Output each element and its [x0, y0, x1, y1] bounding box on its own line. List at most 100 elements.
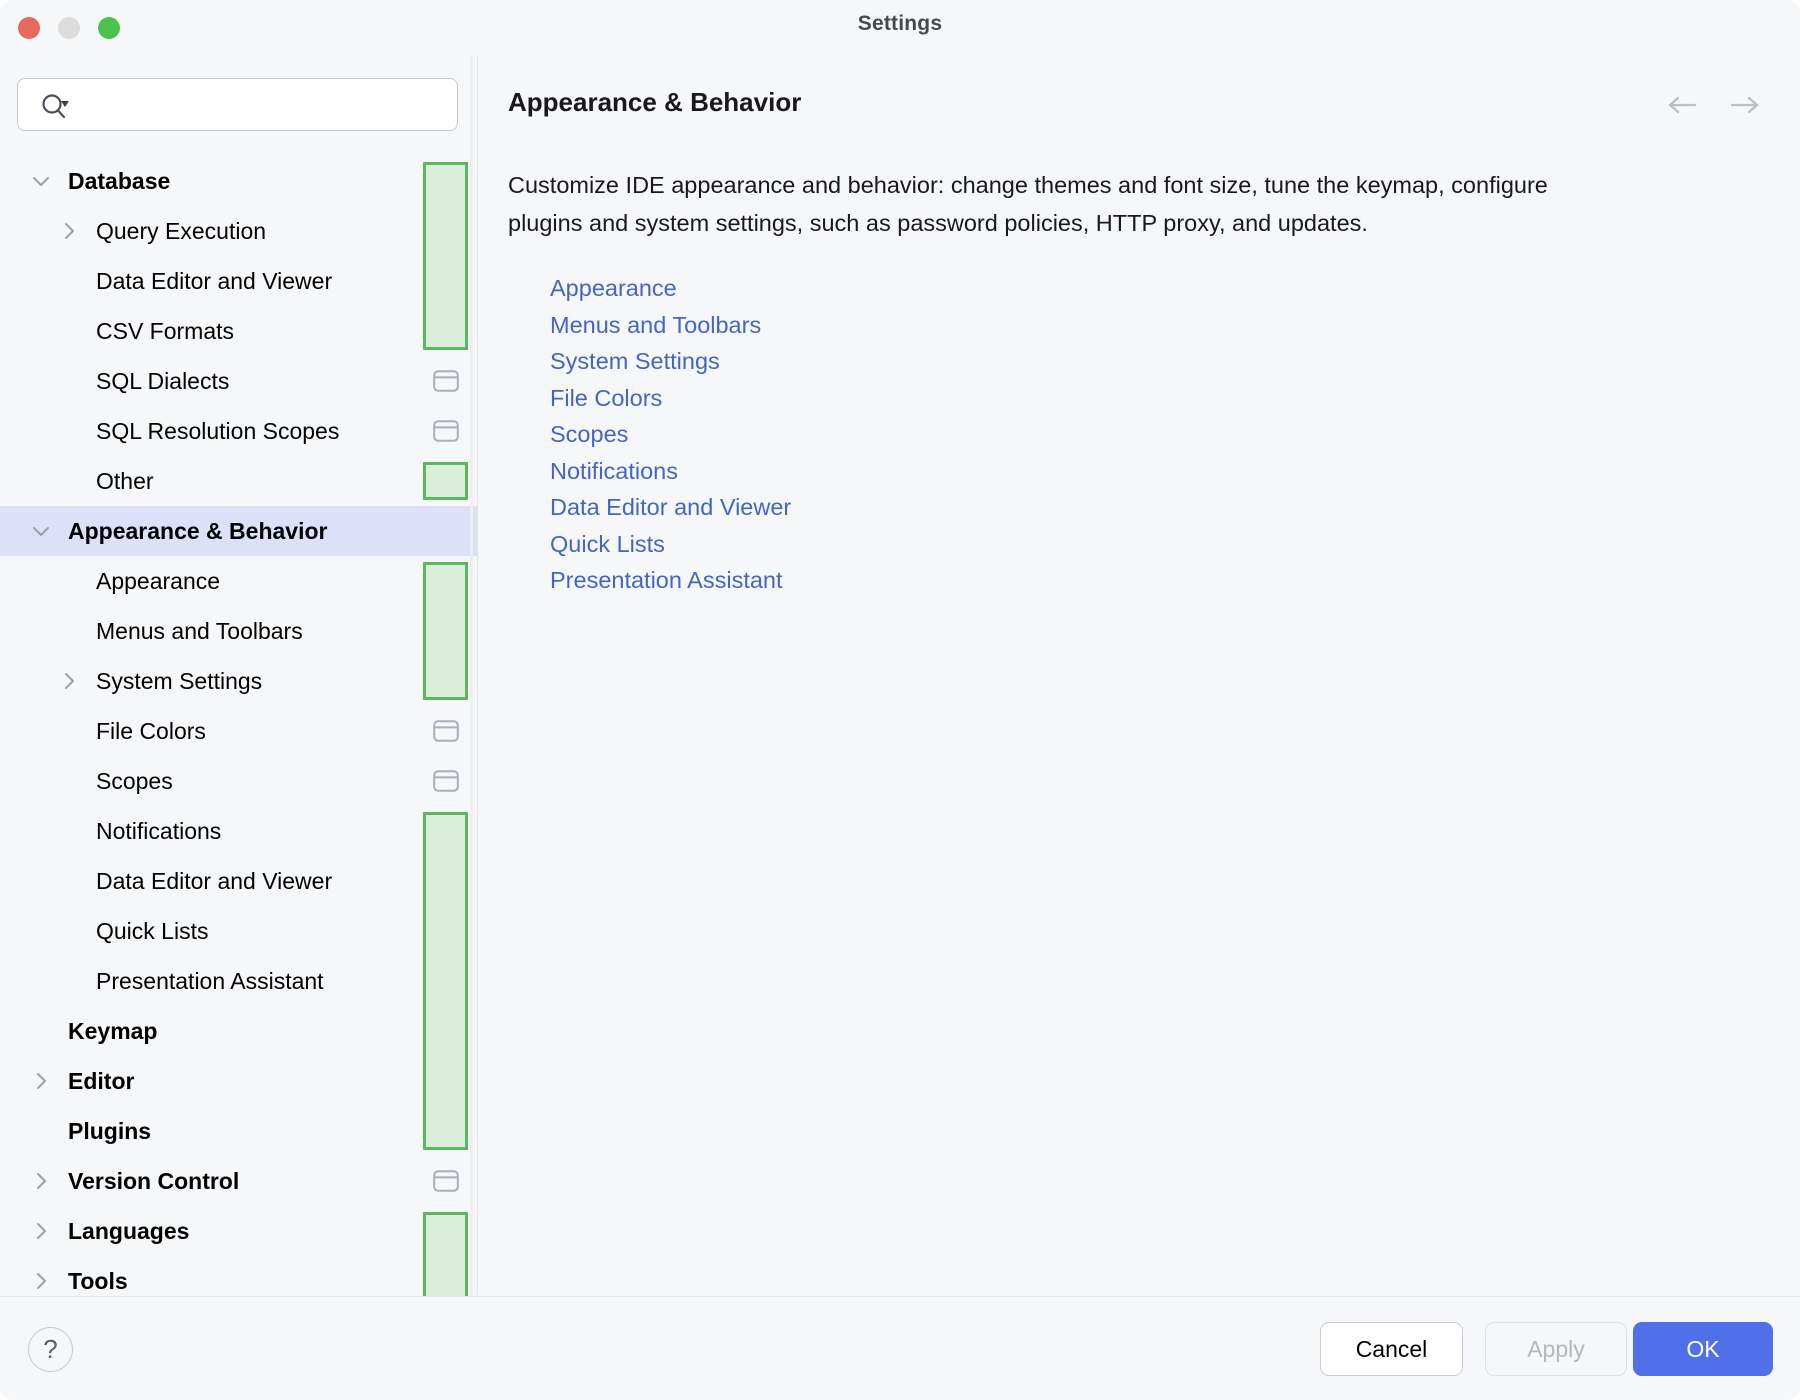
- subsection-link-data-editor-and-viewer[interactable]: Data Editor and Viewer: [550, 494, 792, 520]
- close-button[interactable]: [18, 17, 40, 39]
- back-arrow-icon[interactable]: [1666, 88, 1700, 122]
- sidebar-item-quick-lists[interactable]: Quick Lists: [0, 906, 477, 956]
- traffic-lights: [18, 17, 120, 39]
- sidebar-item-sql-dialects[interactable]: SQL Dialects: [0, 356, 477, 406]
- sidebar-item-label: Scopes: [96, 767, 173, 794]
- window-frame-icon: [433, 719, 459, 743]
- sidebar-item-editor[interactable]: Editor: [0, 1056, 477, 1106]
- sidebar-item-tools[interactable]: Tools: [0, 1256, 477, 1296]
- settings-main-panel: Appearance & Behavior Customize IDE appe…: [479, 56, 1800, 1296]
- sidebar-item-scopes[interactable]: Scopes: [0, 756, 477, 806]
- chevron-right-icon[interactable]: [30, 1170, 52, 1192]
- sidebar-item-csv-formats[interactable]: CSV Formats: [0, 306, 477, 356]
- twisty-spacer: [58, 970, 80, 992]
- sidebar-item-version-control[interactable]: Version Control: [0, 1156, 477, 1206]
- sidebar-item-label: Plugins: [68, 1117, 152, 1144]
- chevron-right-icon[interactable]: [58, 670, 80, 692]
- twisty-spacer: [58, 420, 80, 442]
- sidebar-item-label: Tools: [68, 1267, 128, 1294]
- page-description: Customize IDE appearance and behavior: c…: [508, 172, 1548, 236]
- sidebar-item-label: Data Editor and Viewer: [96, 867, 333, 894]
- forward-arrow-icon[interactable]: [1728, 88, 1762, 122]
- sidebar-item-label: Languages: [68, 1217, 190, 1244]
- sidebar-item-data-editor-and-viewer[interactable]: Data Editor and Viewer: [0, 856, 477, 906]
- chevron-right-icon[interactable]: [30, 1220, 52, 1242]
- sidebar-item-label: Keymap: [68, 1017, 158, 1044]
- sidebar-item-label: Menus and Toolbars: [96, 617, 303, 644]
- sidebar-item-label: Other: [96, 467, 154, 494]
- sidebar-item-query-execution[interactable]: Query Execution: [0, 206, 477, 256]
- sidebar-item-label: Presentation Assistant: [96, 967, 324, 994]
- help-button[interactable]: ?: [28, 1327, 73, 1372]
- sidebar-item-label: Quick Lists: [96, 917, 209, 944]
- subsection-link-notifications[interactable]: Notifications: [550, 457, 678, 484]
- sidebar-item-data-editor-and-viewer[interactable]: Data Editor and Viewer: [0, 256, 477, 306]
- twisty-spacer: [58, 820, 80, 842]
- subsection-link-scopes[interactable]: Scopes: [550, 421, 629, 447]
- sidebar-item-other[interactable]: Other: [0, 456, 477, 506]
- twisty-spacer: [58, 770, 80, 792]
- subsection-link-menus-and-toolbars[interactable]: Menus and Toolbars: [550, 311, 762, 338]
- chevron-down-icon[interactable]: [30, 170, 52, 192]
- twisty-spacer: [58, 920, 80, 942]
- sidebar-item-presentation-assistant[interactable]: Presentation Assistant: [0, 956, 477, 1006]
- sidebar-item-appearance[interactable]: Appearance: [0, 556, 477, 606]
- minimize-button[interactable]: [58, 17, 80, 39]
- twisty-spacer: [58, 470, 80, 492]
- sidebar-item-label: Appearance & Behavior: [68, 517, 328, 544]
- chevron-down-icon[interactable]: [30, 520, 52, 542]
- twisty-spacer: [58, 870, 80, 892]
- ok-button[interactable]: OK: [1633, 1322, 1773, 1376]
- apply-button[interactable]: Apply: [1485, 1322, 1627, 1376]
- chevron-right-icon[interactable]: [58, 220, 80, 242]
- sidebar-item-system-settings[interactable]: System Settings: [0, 656, 477, 706]
- sidebar-item-label: Editor: [68, 1067, 135, 1094]
- subsection-link-presentation-assistant[interactable]: Presentation Assistant: [550, 567, 783, 593]
- twisty-spacer: [58, 720, 80, 742]
- window-frame-icon: [433, 1169, 459, 1193]
- panel-navigation: [1666, 88, 1762, 122]
- sidebar-item-label: Database: [68, 167, 171, 194]
- window-frame-icon: [433, 419, 459, 443]
- sidebar-item-label: Data Editor and Viewer: [96, 267, 333, 294]
- subsection-link-system-settings[interactable]: System Settings: [550, 348, 720, 374]
- sidebar-item-file-colors[interactable]: File Colors: [0, 706, 477, 756]
- sidebar-item-label: Appearance: [96, 567, 221, 594]
- subsection-link-file-colors[interactable]: File Colors: [550, 384, 663, 411]
- subsection-link-quick-lists[interactable]: Quick Lists: [550, 530, 665, 557]
- window-frame-icon: [433, 369, 459, 393]
- chevron-right-icon[interactable]: [30, 1070, 52, 1092]
- sidebar-item-keymap[interactable]: Keymap: [0, 1006, 477, 1056]
- sidebar-item-label: File Colors: [96, 717, 206, 744]
- sidebar-item-label: Version Control: [68, 1167, 240, 1194]
- sidebar-scrollbar[interactable]: [470, 56, 473, 1296]
- twisty-spacer: [30, 1120, 52, 1142]
- twisty-spacer: [30, 1020, 52, 1042]
- sidebar-item-label: SQL Resolution Scopes: [96, 417, 340, 444]
- chevron-right-icon[interactable]: [30, 1270, 52, 1292]
- twisty-spacer: [58, 320, 80, 342]
- sidebar-item-label: System Settings: [96, 667, 263, 694]
- sidebar-item-notifications[interactable]: Notifications: [0, 806, 477, 856]
- sidebar-item-plugins[interactable]: Plugins: [0, 1106, 477, 1156]
- sidebar-item-menus-and-toolbars[interactable]: Menus and Toolbars: [0, 606, 477, 656]
- sidebar-item-label: Query Execution: [96, 217, 267, 244]
- sidebar-item-label: SQL Dialects: [96, 367, 230, 394]
- sidebar-item-database[interactable]: Database: [0, 156, 477, 206]
- sidebar-item-appearance-behavior[interactable]: Appearance & Behavior: [0, 506, 477, 556]
- twisty-spacer: [58, 570, 80, 592]
- zoom-button[interactable]: [98, 17, 120, 39]
- twisty-spacer: [58, 270, 80, 292]
- window-frame-icon: [433, 769, 459, 793]
- sidebar-item-sql-resolution-scopes[interactable]: SQL Resolution Scopes: [0, 406, 477, 456]
- cancel-button[interactable]: Cancel: [1320, 1322, 1463, 1376]
- sidebar-item-languages[interactable]: Languages: [0, 1206, 477, 1256]
- twisty-spacer: [58, 370, 80, 392]
- subsection-link-appearance[interactable]: Appearance: [550, 275, 677, 301]
- sidebar-item-label: CSV Formats: [96, 317, 235, 344]
- search-input[interactable]: [17, 78, 458, 131]
